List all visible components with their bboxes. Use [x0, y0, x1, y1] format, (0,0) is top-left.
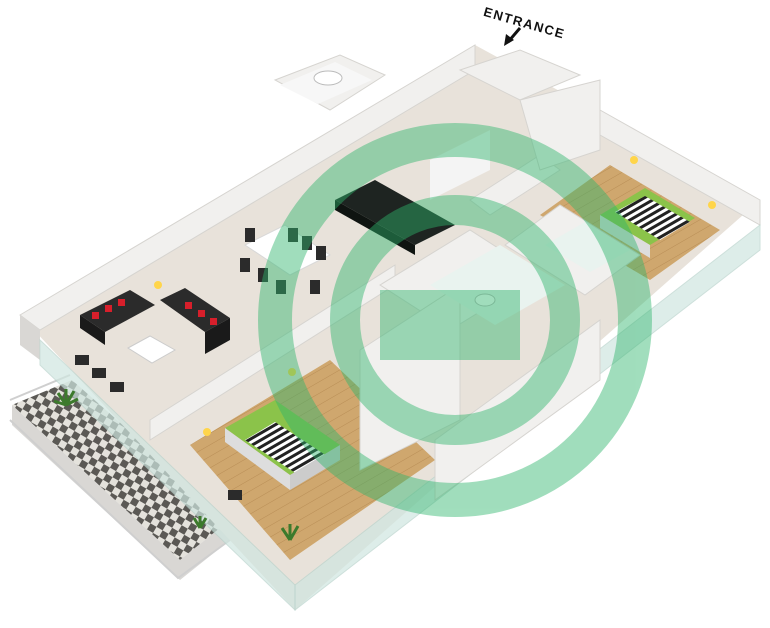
- watermark-logo: [258, 123, 652, 517]
- coffee-table: [127, 335, 177, 364]
- bathroom-2: [545, 222, 630, 272]
- lamp-icon: [154, 156, 716, 436]
- plant-icon: [53, 389, 300, 541]
- master-bed: [225, 400, 340, 490]
- living-room: [45, 170, 395, 420]
- sofa-set: [80, 288, 230, 364]
- balcony-chairs: [75, 355, 242, 500]
- powder-room: [280, 62, 372, 104]
- dining-table: [240, 224, 331, 294]
- guest-bed: [600, 188, 695, 258]
- bathroom-1: [430, 245, 565, 325]
- arrow-down-left-icon: [504, 27, 522, 46]
- kitchen-island: [335, 180, 455, 245]
- kitchen: [335, 110, 500, 255]
